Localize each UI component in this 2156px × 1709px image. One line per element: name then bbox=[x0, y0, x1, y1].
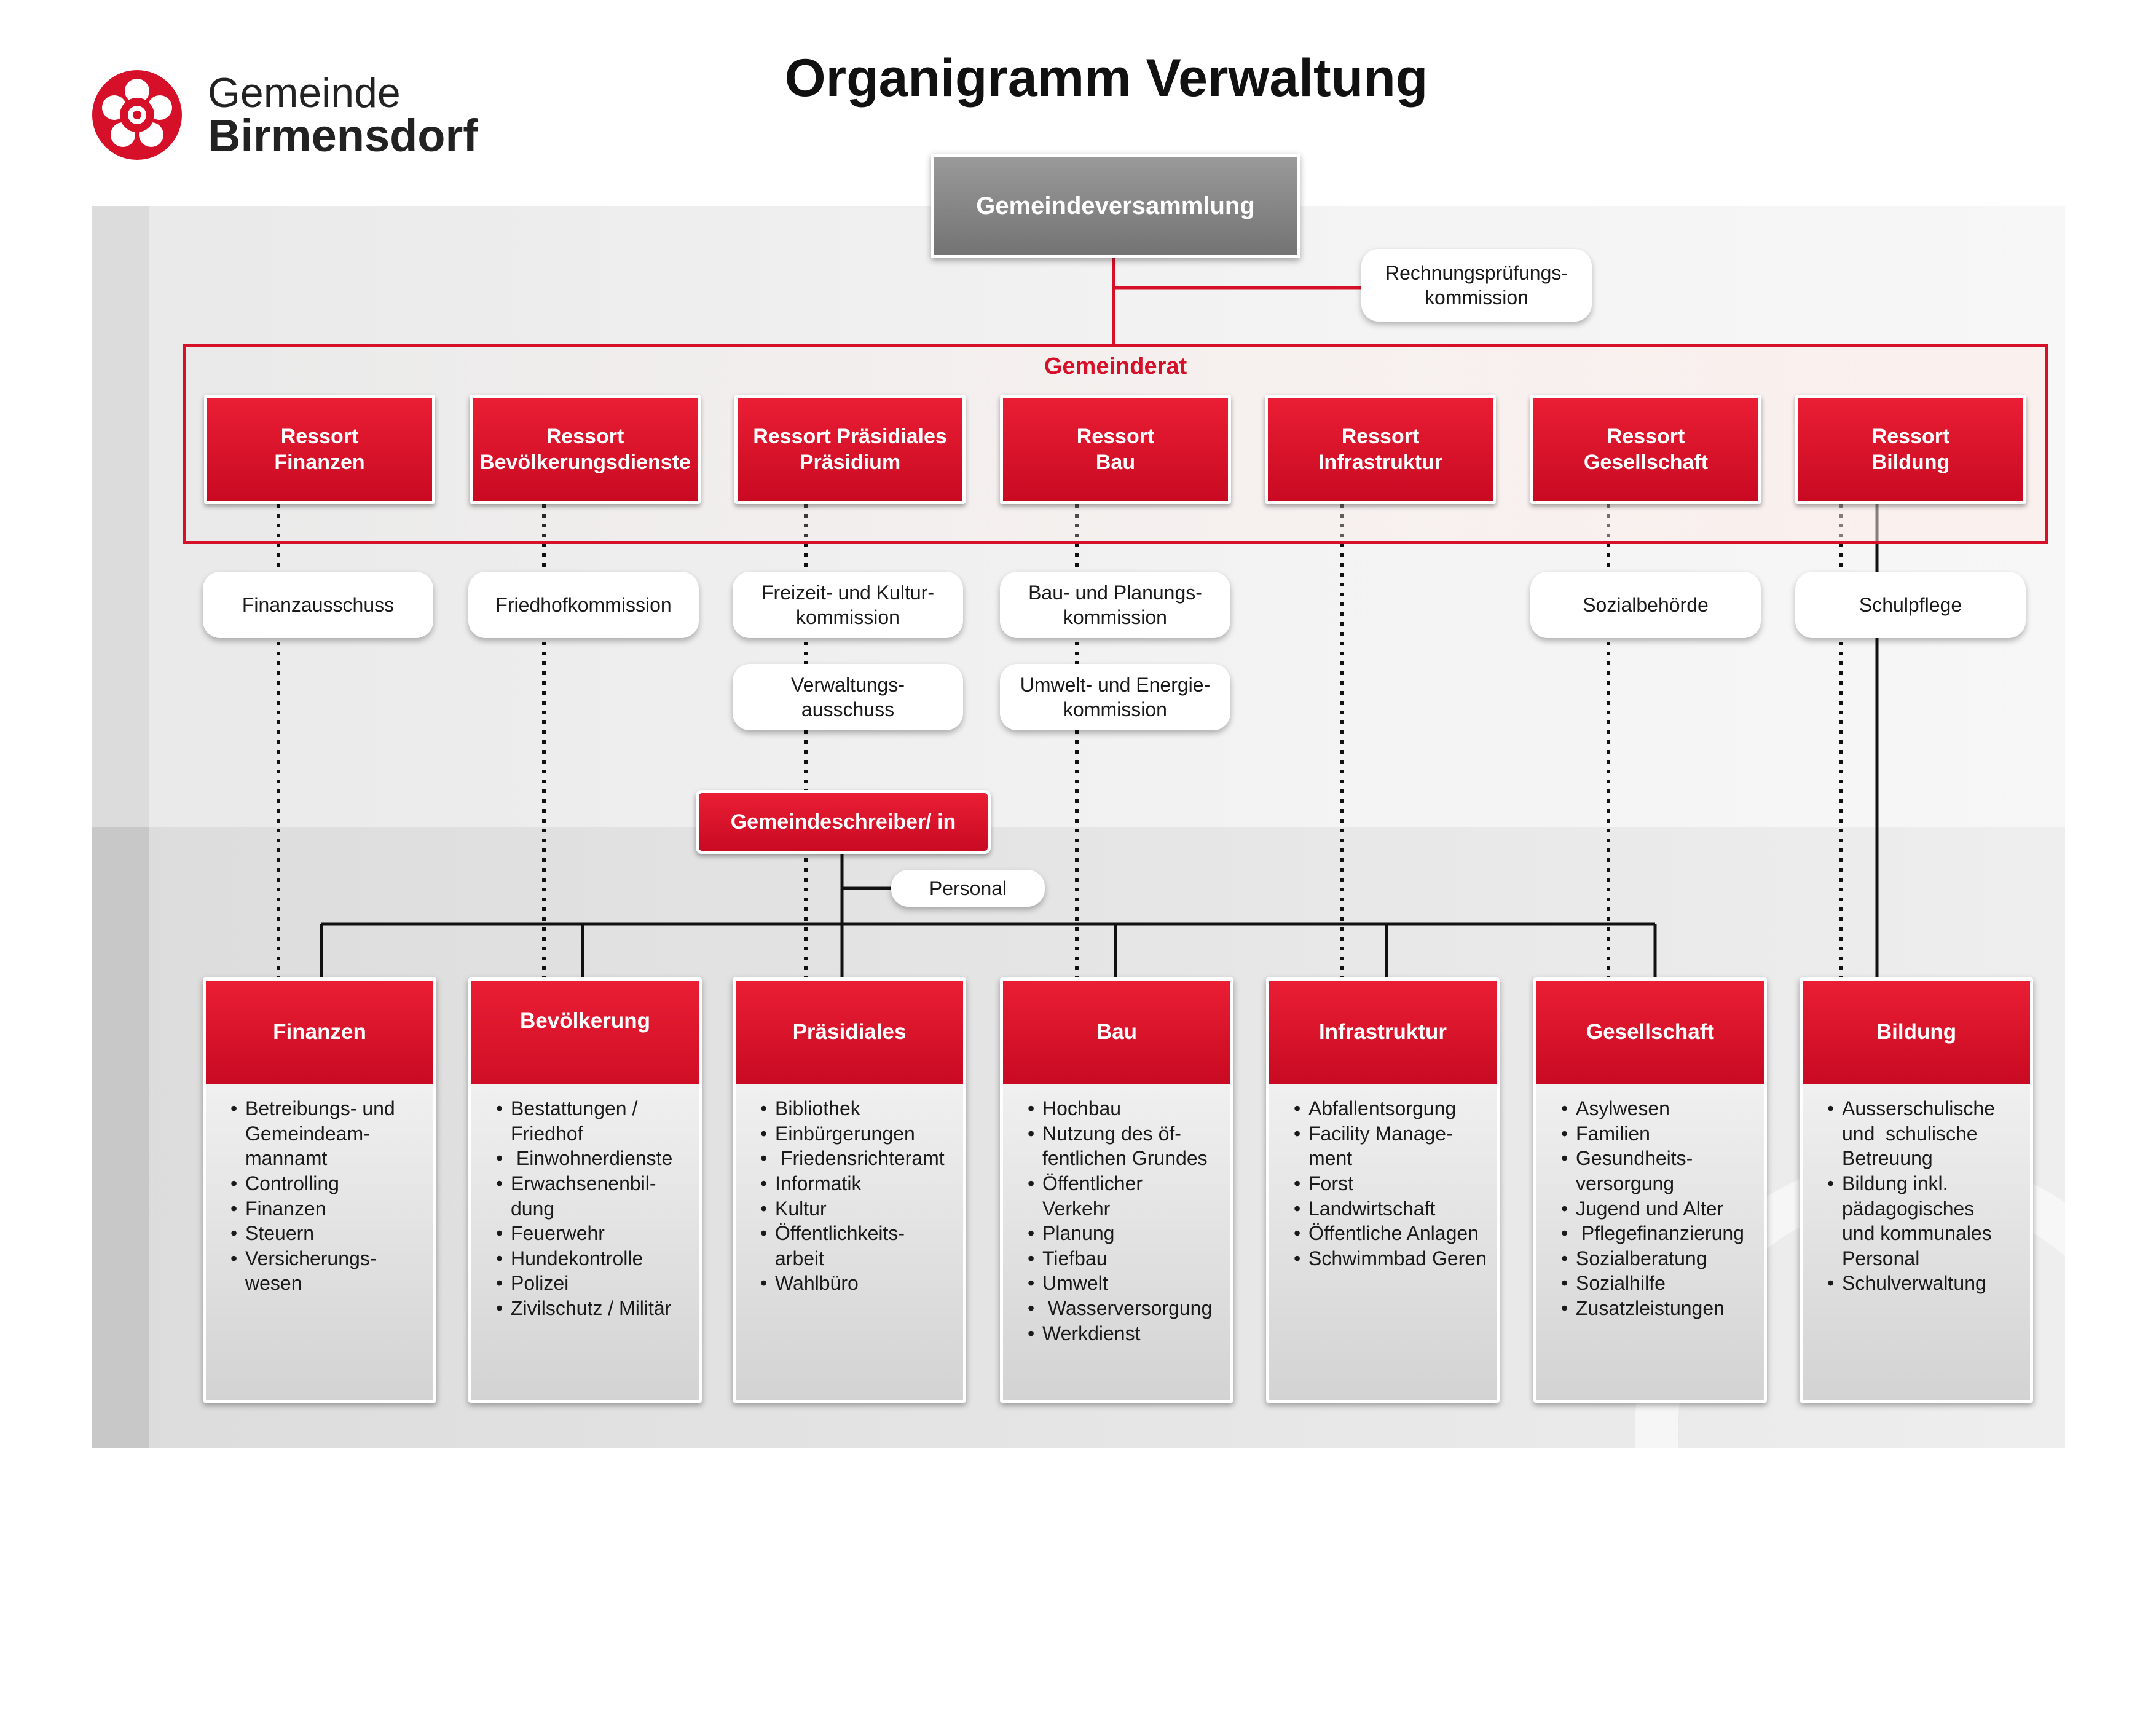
task-item: Jugend und Alter bbox=[1561, 1196, 1758, 1222]
department-infrastruktur: Infrastruktur Abfallentsorgung Facility … bbox=[1266, 977, 1500, 1403]
ressort-praesidiales: Ressort Präsidiales Präsidium bbox=[734, 395, 966, 504]
task-item: Betreibungs- und Gemeindeam- mannamt bbox=[230, 1096, 427, 1171]
department-tasks: Bibliothek Einbürgerungen Friedensrichte… bbox=[736, 1084, 963, 1400]
ressort-bau: Ressort Bau bbox=[1000, 395, 1231, 504]
task-item: Informatik bbox=[760, 1171, 957, 1196]
department-title: Infrastruktur bbox=[1269, 981, 1497, 1084]
department-gesellschaft: Gesellschaft Asylwesen Familien Gesundhe… bbox=[1533, 977, 1767, 1403]
council-label: Gemeinderat bbox=[1044, 353, 1187, 379]
task-item: Landwirtschaft bbox=[1294, 1196, 1490, 1222]
logo-text-gemeinde: Gemeinde bbox=[208, 69, 401, 116]
task-item: Zusatzleistungen bbox=[1561, 1296, 1758, 1321]
task-item: Planung bbox=[1028, 1221, 1224, 1246]
task-item: Controlling bbox=[230, 1171, 427, 1196]
task-item: Bibliothek bbox=[760, 1096, 957, 1121]
task-item: Facility Manage- ment bbox=[1294, 1121, 1490, 1171]
task-item: Öffentlicher Verkehr bbox=[1028, 1171, 1224, 1221]
task-item: Hundekontrolle bbox=[496, 1246, 693, 1271]
commission-finanzausschuss: Finanzausschuss bbox=[203, 572, 433, 638]
task-item: Bildung inkl. pädagogisches und kommunal… bbox=[1827, 1171, 2024, 1271]
connector-lines bbox=[277, 255, 1879, 977]
task-item: Feuerwehr bbox=[496, 1221, 693, 1246]
task-item: Wasserversorgung bbox=[1028, 1296, 1224, 1321]
task-item: Forst bbox=[1294, 1171, 1490, 1196]
department-title: Finanzen bbox=[206, 981, 433, 1084]
task-item: Einwohnerdienste bbox=[496, 1146, 693, 1171]
secretary-box: Gemeindeschreiber/ in bbox=[696, 790, 991, 854]
task-item: Finanzen bbox=[230, 1196, 427, 1222]
audit-commission-box: Rechnungsprüfungs- kommission bbox=[1361, 249, 1592, 322]
task-item: Schwimmbad Geren bbox=[1294, 1246, 1490, 1271]
task-item: Steuern bbox=[230, 1221, 427, 1246]
ressort-finanzen: Ressort Finanzen bbox=[204, 395, 435, 504]
lower-side-strip bbox=[92, 827, 149, 1448]
task-item: Schulverwaltung bbox=[1827, 1271, 2024, 1296]
commission-freizeit-kultur: Freizeit- und Kultur- kommission bbox=[733, 572, 963, 638]
task-item: Versicherungs- wesen bbox=[230, 1246, 427, 1296]
department-tasks: Betreibungs- und Gemeindeam- mannamt Con… bbox=[206, 1084, 433, 1400]
department-praesidiales: Präsidiales Bibliothek Einbürgerungen Fr… bbox=[733, 977, 966, 1403]
task-item: Einbürgerungen bbox=[760, 1121, 957, 1147]
task-item: Sozialhilfe bbox=[1561, 1271, 1758, 1296]
department-title: Bildung bbox=[1803, 981, 2030, 1084]
department-tasks: Bestattungen / Friedhof Einwohnerdienste… bbox=[471, 1084, 699, 1400]
department-tasks: Abfallentsorgung Facility Manage- ment F… bbox=[1269, 1084, 1497, 1400]
task-item: Zivilschutz / Militär bbox=[496, 1296, 693, 1321]
department-finanzen: Finanzen Betreibungs- und Gemeindeam- ma… bbox=[203, 977, 436, 1403]
task-item: Asylwesen bbox=[1561, 1096, 1758, 1121]
rose-emblem-icon bbox=[92, 70, 182, 160]
task-item: Abfallentsorgung bbox=[1294, 1096, 1490, 1121]
ressort-bildung: Ressort Bildung bbox=[1795, 395, 2026, 504]
commission-verwaltungsausschuss: Verwaltungs- ausschuss bbox=[733, 664, 963, 730]
task-item: Tiefbau bbox=[1028, 1246, 1224, 1271]
task-item: Polizei bbox=[496, 1271, 693, 1296]
task-item: Umwelt bbox=[1028, 1271, 1224, 1296]
upper-side-strip bbox=[92, 206, 149, 827]
ressort-gesellschaft: Ressort Gesellschaft bbox=[1530, 395, 1761, 504]
department-title: Präsidiales bbox=[736, 981, 963, 1084]
commission-umwelt-energie: Umwelt- und Energie- kommission bbox=[1000, 664, 1230, 730]
task-item: Hochbau bbox=[1028, 1096, 1224, 1121]
page-title: Organigramm Verwaltung bbox=[784, 49, 1428, 108]
task-item: Wahlbüro bbox=[760, 1271, 957, 1296]
department-tasks: Ausserschulische und schulische Betreuun… bbox=[1803, 1084, 2030, 1400]
personal-box: Personal bbox=[891, 870, 1045, 907]
department-bevoelkerung: Bevölkerung Bestattungen / Friedhof Einw… bbox=[468, 977, 702, 1403]
commission-friedhof: Friedhofkommission bbox=[468, 572, 699, 638]
task-item: Öffentlichkeits- arbeit bbox=[760, 1221, 957, 1271]
task-item: Ausserschulische und schulische Betreuun… bbox=[1827, 1096, 2024, 1171]
logo-text-birmensdorf: Birmensdorf bbox=[208, 110, 478, 161]
department-tasks: Asylwesen Familien Gesundheits- versorgu… bbox=[1536, 1084, 1764, 1400]
task-item: Öffentliche Anlagen bbox=[1294, 1221, 1490, 1246]
ressort-infrastruktur: Ressort Infrastruktur bbox=[1265, 395, 1496, 504]
task-item: Bestattungen / Friedhof bbox=[496, 1096, 693, 1146]
department-title: Bau bbox=[1003, 981, 1230, 1084]
commission-sozialbehoerde: Sozialbehörde bbox=[1530, 572, 1761, 638]
task-item: Pflegefinanzierung bbox=[1561, 1221, 1758, 1246]
task-item: Sozialberatung bbox=[1561, 1246, 1758, 1271]
ressort-bevoelkerungsdienste: Ressort Bevölkerungsdienste bbox=[470, 395, 701, 504]
task-item: Familien bbox=[1561, 1121, 1758, 1147]
department-title: Gesellschaft bbox=[1536, 981, 1764, 1084]
task-item: Werkdienst bbox=[1028, 1321, 1224, 1346]
task-item: Kultur bbox=[760, 1196, 957, 1222]
task-item: Friedensrichteramt bbox=[760, 1146, 957, 1171]
task-item: Erwachsenenbil- dung bbox=[496, 1171, 693, 1221]
task-item: Nutzung des öf- fentlichen Grundes bbox=[1028, 1121, 1224, 1171]
department-bildung: Bildung Ausserschulische und schulische … bbox=[1800, 977, 2033, 1403]
department-tasks: Hochbau Nutzung des öf- fentlichen Grund… bbox=[1003, 1084, 1230, 1400]
commission-schulpflege: Schulpflege bbox=[1795, 572, 2026, 638]
task-item: Gesundheits- versorgung bbox=[1561, 1146, 1758, 1196]
commission-bau-planung: Bau- und Planungs- kommission bbox=[1000, 572, 1230, 638]
assembly-box: Gemeindeversammlung bbox=[931, 154, 1300, 258]
department-bau: Bau Hochbau Nutzung des öf- fentlichen G… bbox=[1000, 977, 1233, 1403]
